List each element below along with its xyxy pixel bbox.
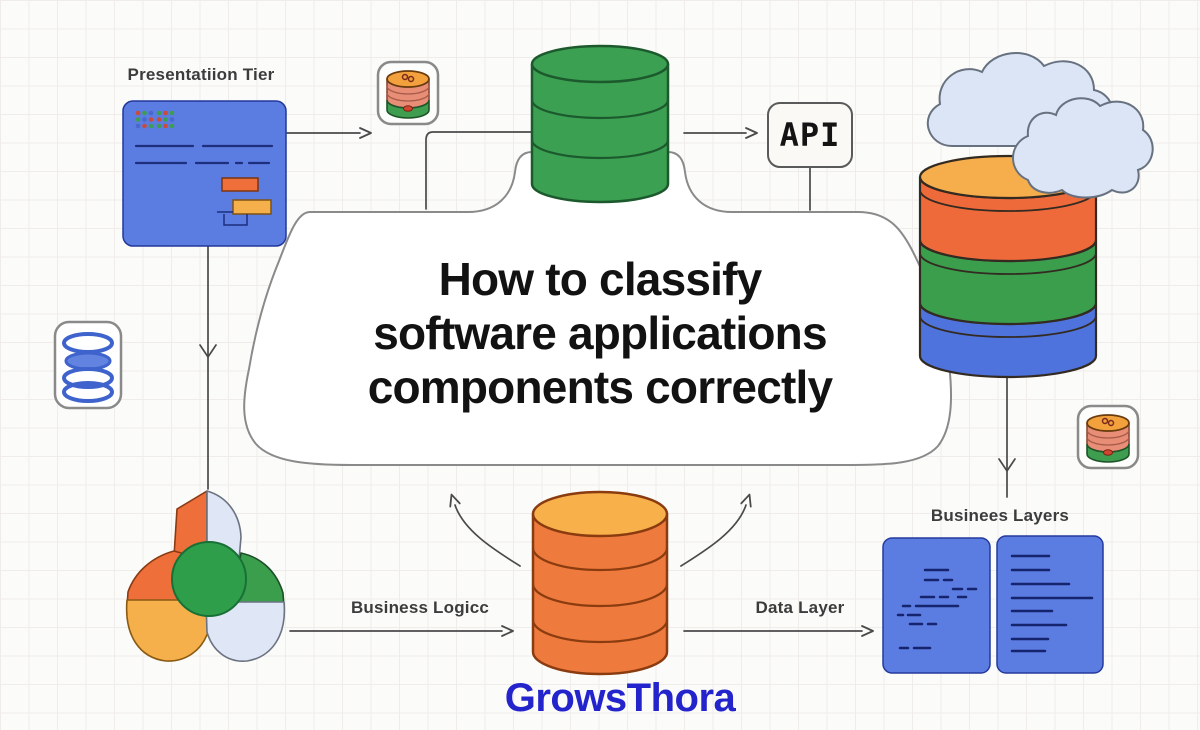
title-line-3: components correctly [367, 361, 833, 413]
watermark-text: GrowsThora [504, 676, 736, 720]
dot-grid-icon [135, 110, 175, 129]
connectors [199, 127, 1016, 637]
spring-database-icon [53, 320, 123, 410]
title-line-2: software applications [373, 307, 827, 359]
arrowhead-panel-down [199, 344, 217, 359]
curved-arrow-left-up [449, 493, 521, 567]
line-icon-to-green-db [425, 131, 535, 210]
layered-database [918, 154, 1098, 379]
doc-panel-left [882, 537, 991, 674]
mini-database-icon-right [1076, 404, 1140, 470]
mini-database-icon-top [376, 60, 440, 126]
page-title: How to classify software applications co… [245, 252, 955, 414]
curved-arrow-right-up [680, 493, 752, 567]
cloud-front-icon [1012, 97, 1154, 199]
business-layers-label: Businees Layers [930, 506, 1070, 525]
api-node-box [767, 102, 853, 168]
flower-shape [125, 490, 286, 662]
presentation-panel [122, 100, 287, 247]
presentation-tier-label: Presentatiion Tier [127, 65, 275, 84]
api-label: API [779, 116, 841, 154]
green-database [530, 44, 670, 204]
doc-panel-right [996, 535, 1104, 674]
data-layer-label: Data Layer [755, 598, 845, 617]
arrowhead-layerdb-down [998, 458, 1016, 473]
orange-database [531, 490, 669, 676]
title-line-1: How to classify [438, 253, 763, 305]
business-logic-label: Business Logicc [350, 598, 490, 617]
